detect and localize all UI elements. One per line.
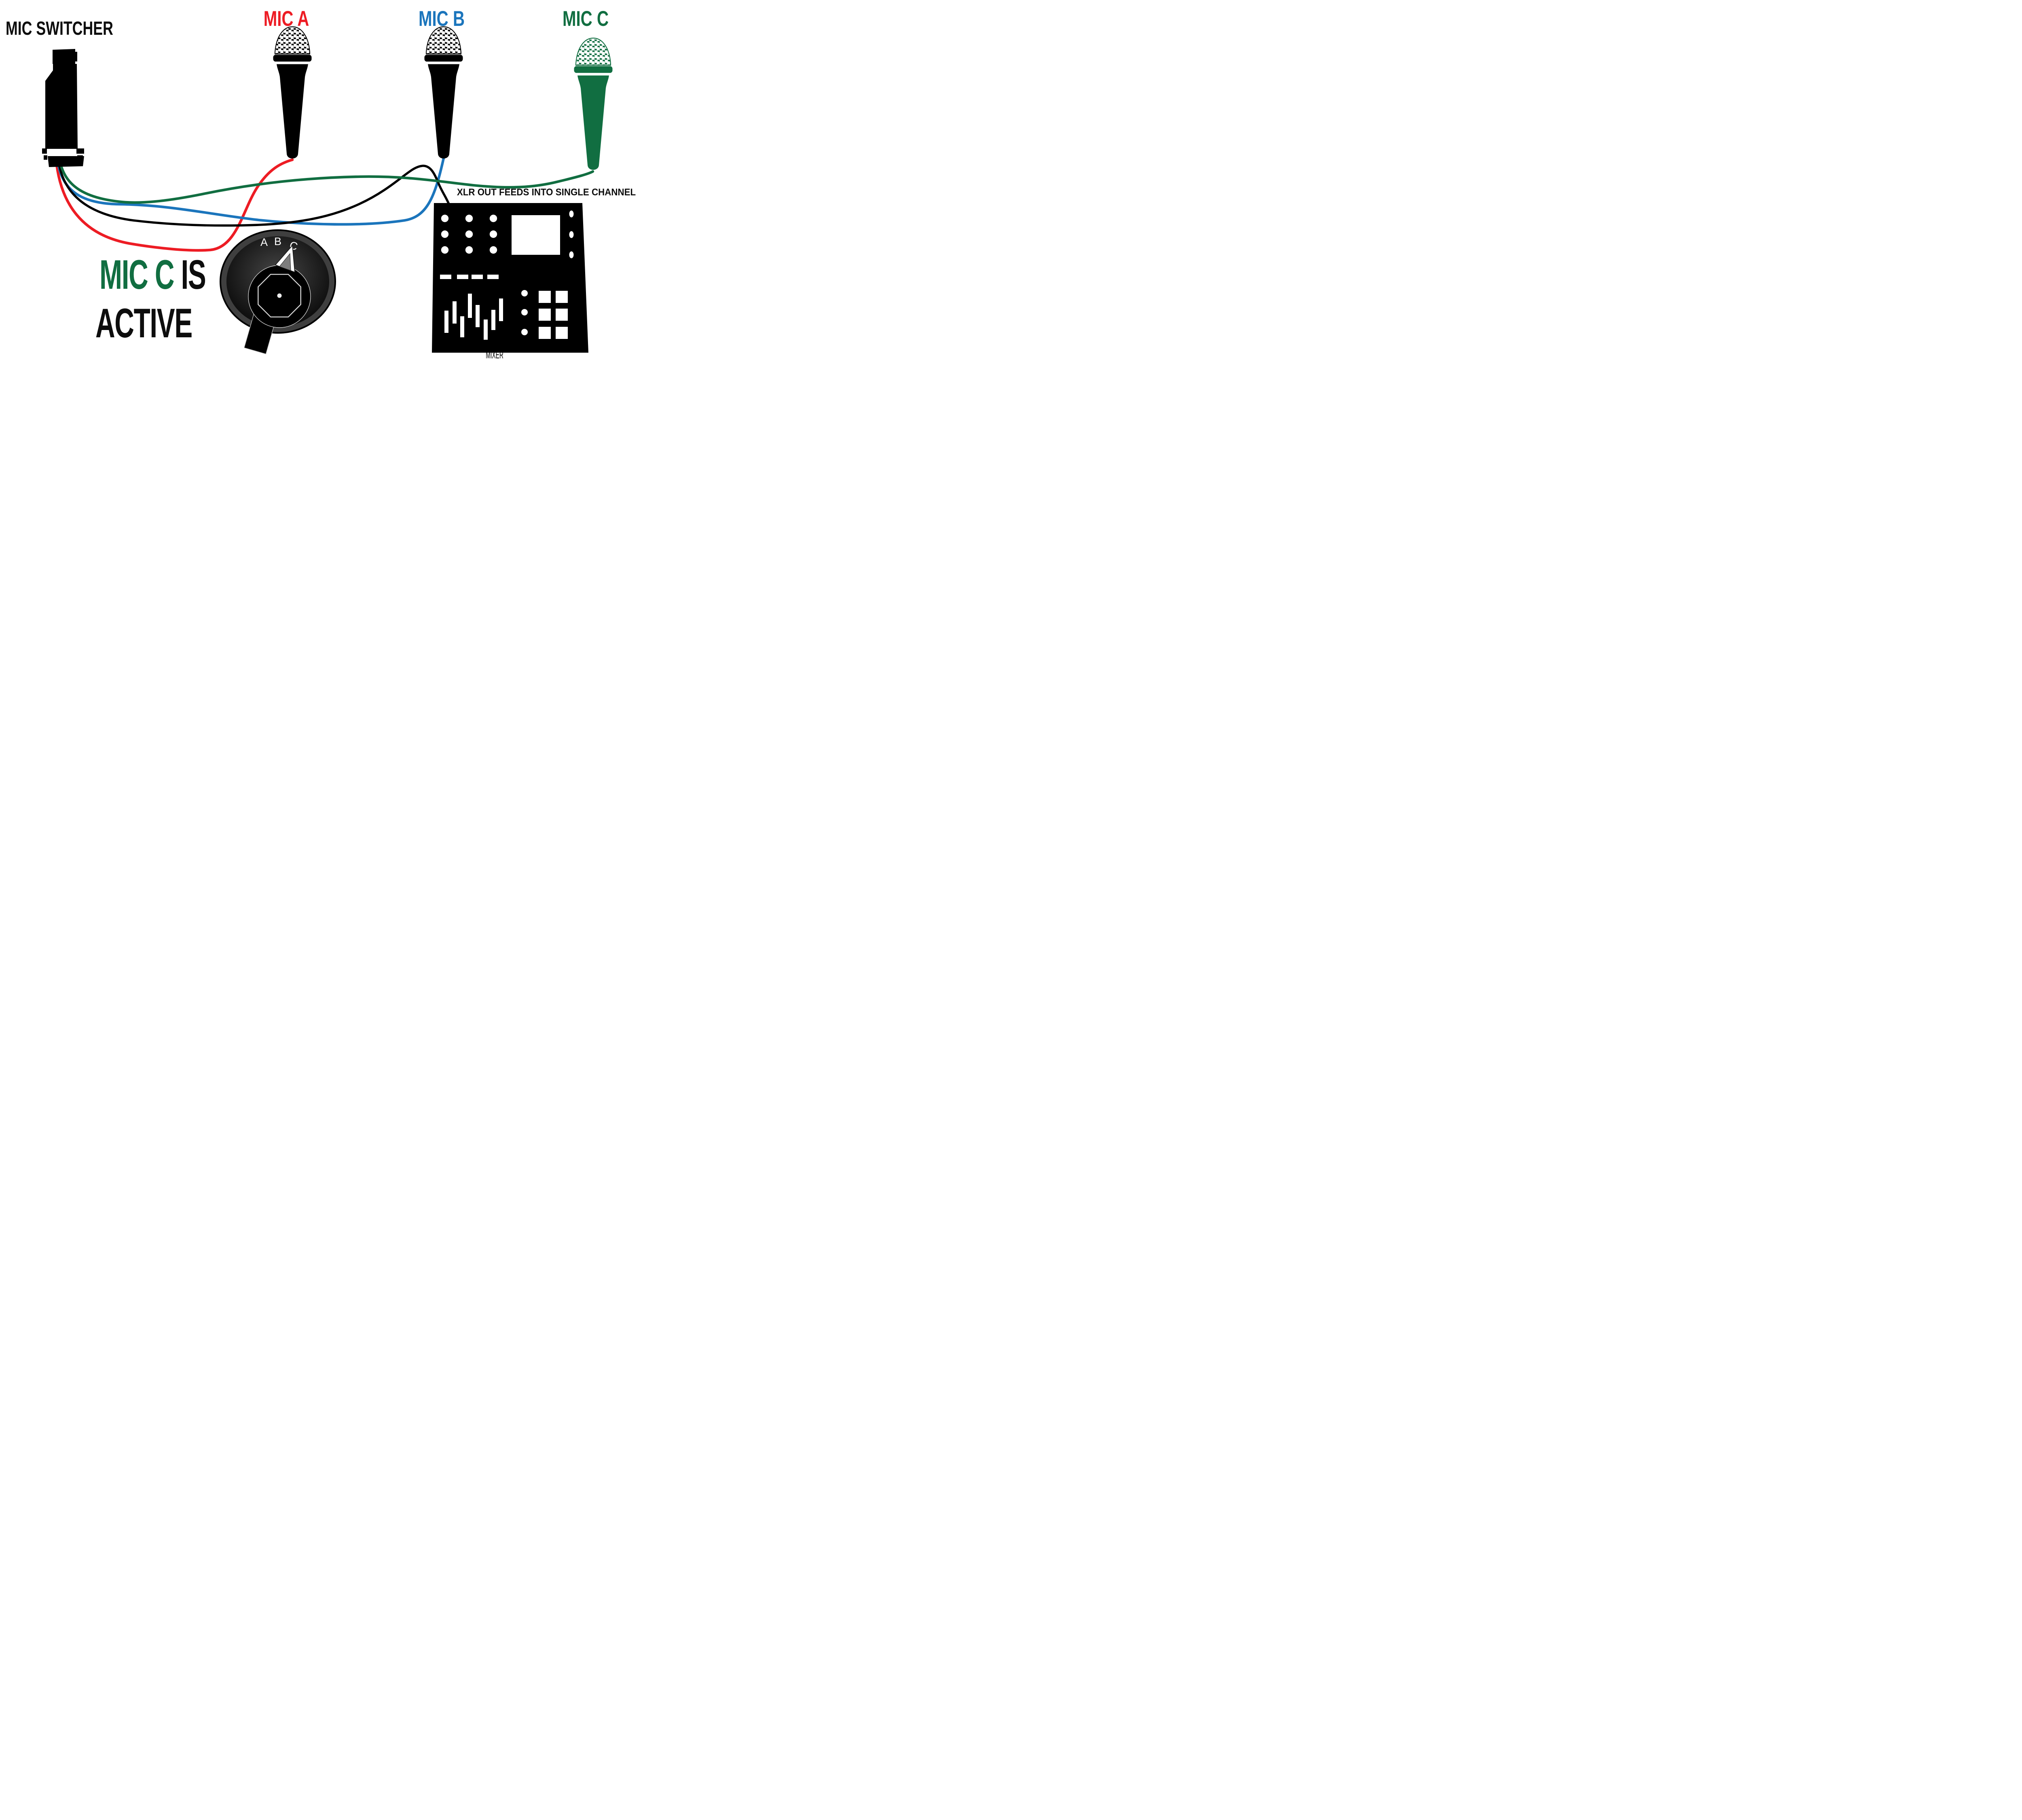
mic-b-grille	[426, 26, 461, 55]
mixer-knob[interactable]	[465, 214, 473, 222]
cables	[55, 157, 594, 252]
status-line-1: MIC C IS	[99, 252, 206, 298]
diagram-canvas: A B C MIC SWITCHER MIC A MIC B MIC C MIC…	[0, 0, 647, 364]
mixer-screen	[512, 215, 560, 255]
switcher-ring-right	[76, 148, 84, 154]
mic-a-body	[277, 64, 308, 159]
mixer-pad[interactable]	[539, 291, 551, 303]
knob-position-a: A	[260, 236, 268, 248]
mic-b-label: MIC B	[418, 7, 465, 31]
mixer-fader[interactable]	[491, 310, 495, 330]
mixer-indicator-dot	[569, 251, 574, 258]
status-rest: IS	[174, 252, 206, 298]
mic-c-label: MIC C	[562, 7, 609, 31]
mic-b-band	[424, 55, 463, 62]
mixer-switch[interactable]	[457, 275, 468, 279]
mixer-button-dot[interactable]	[521, 290, 528, 296]
cable-green	[59, 163, 594, 204]
switcher-latch	[75, 52, 77, 61]
mixer-pad[interactable]	[556, 291, 568, 303]
cable-blue	[57, 157, 445, 226]
mixer-pad[interactable]	[556, 327, 568, 339]
mixer-device	[432, 203, 588, 353]
mixer-button-dot[interactable]	[521, 309, 528, 315]
mixer-fader[interactable]	[468, 294, 472, 318]
switcher-ring-left	[42, 148, 47, 154]
mixer-controls	[440, 210, 574, 340]
mixer-knob[interactable]	[465, 230, 473, 238]
mixer-switch[interactable]	[487, 275, 499, 279]
mic-a-label: MIC A	[263, 7, 309, 31]
mic-c-icon	[574, 38, 613, 170]
knob-center-dot	[277, 293, 282, 298]
mixer-knob[interactable]	[489, 230, 497, 238]
mixer-fader[interactable]	[444, 311, 448, 333]
status-line-2: ACTIVE	[95, 300, 192, 346]
diagram-art: A B C	[42, 26, 613, 355]
mixer-button-dot[interactable]	[521, 329, 528, 335]
mic-switcher-device	[42, 49, 84, 167]
mixer-knob[interactable]	[489, 246, 497, 254]
switcher-title: MIC SWITCHER	[6, 17, 113, 39]
selector-knob[interactable]: A B C	[220, 229, 336, 355]
mixer-fader[interactable]	[460, 316, 464, 337]
mic-a-grille	[275, 26, 310, 55]
mixer-indicator-dot	[569, 231, 574, 238]
mic-b-icon	[424, 26, 463, 159]
mixer-switch[interactable]	[472, 275, 483, 279]
mixer-fader[interactable]	[476, 305, 480, 327]
switcher-barrel	[45, 64, 78, 149]
mixer-knob[interactable]	[489, 214, 497, 222]
mixer-knob[interactable]	[441, 246, 449, 254]
mic-a-icon	[273, 26, 312, 159]
knob-pointer-inner	[279, 253, 291, 271]
mic-c-grille	[575, 38, 611, 66]
knob-position-b: B	[274, 235, 281, 248]
switcher-ring2-left	[44, 155, 47, 160]
mixer-knob[interactable]	[441, 214, 449, 222]
mic-c-body	[577, 75, 609, 170]
mixer-fader[interactable]	[499, 298, 503, 321]
switcher-top-cap	[53, 49, 75, 64]
mixer-indicator-dot	[569, 210, 574, 218]
mic-b-body	[428, 64, 459, 159]
cable-black	[58, 163, 451, 227]
mixer-switch[interactable]	[440, 275, 451, 279]
switcher-base	[48, 156, 84, 167]
mixer-pad[interactable]	[539, 327, 551, 339]
status-highlight: MIC C	[99, 252, 174, 298]
mixer-pad[interactable]	[539, 309, 551, 321]
mixer-label: MIXER	[486, 349, 503, 361]
mixer-knob[interactable]	[465, 246, 473, 254]
mixer-knob[interactable]	[441, 230, 449, 238]
mixer-fader[interactable]	[484, 320, 488, 340]
mic-c-band	[574, 66, 613, 73]
xlr-annotation: XLR OUT FEEDS INTO SINGLE CHANNEL	[457, 187, 636, 198]
mixer-fader[interactable]	[453, 301, 457, 324]
mic-a-band	[273, 55, 312, 62]
mixer-pad[interactable]	[556, 309, 568, 321]
